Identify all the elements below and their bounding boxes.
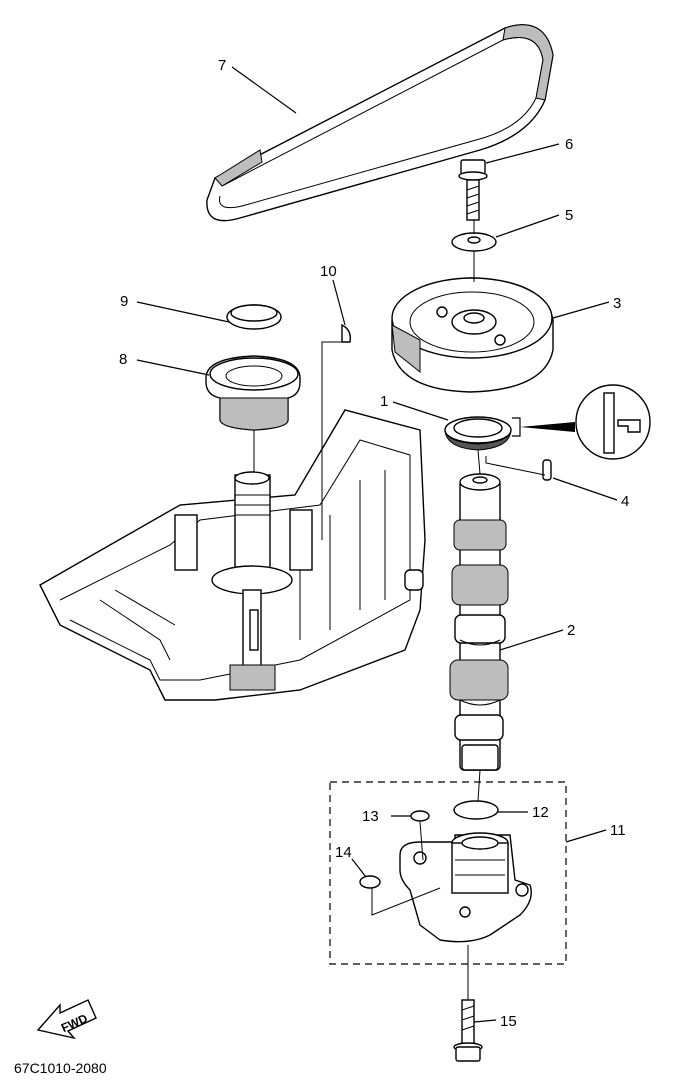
leader-lines xyxy=(136,66,618,1023)
assembly-lines xyxy=(253,220,546,1000)
callout-9: 9 xyxy=(120,293,128,310)
seal-ring-part-9 xyxy=(226,304,282,330)
bushing-part-8 xyxy=(205,355,301,431)
o-ring-part-13 xyxy=(410,810,430,822)
timing-belt-part xyxy=(206,24,554,222)
callout-labels: 1 2 3 4 5 6 7 8 9 10 11 12 13 14 15 xyxy=(119,57,629,1030)
callout-6: 6 xyxy=(565,136,573,153)
callout-8: 8 xyxy=(119,351,127,368)
callout-12: 12 xyxy=(532,804,549,821)
callout-5: 5 xyxy=(565,207,573,224)
dowel-pin-part-4 xyxy=(542,459,552,481)
callout-11: 11 xyxy=(610,822,626,839)
washer-part-5 xyxy=(451,232,497,252)
oil-seal-part-1 xyxy=(444,416,512,451)
sealant-symbol xyxy=(512,384,651,460)
fwd-arrow-icon: FWD xyxy=(36,999,97,1040)
callout-3: 3 xyxy=(613,295,621,312)
callout-7: 7 xyxy=(218,57,226,74)
callout-2: 2 xyxy=(567,622,575,639)
callout-1: 1 xyxy=(380,393,388,410)
bolt-part-6 xyxy=(458,159,488,221)
key-part-10 xyxy=(341,323,352,343)
o-ring-part-14 xyxy=(359,875,381,889)
callout-10: 10 xyxy=(320,263,337,280)
bolt-part-15 xyxy=(453,999,483,1062)
drawing-code: 67C1010-2080 xyxy=(14,1060,107,1076)
camshaft-pulley-part-3 xyxy=(391,277,554,393)
camshaft-part-2 xyxy=(449,473,509,771)
callout-4: 4 xyxy=(621,493,629,510)
oil-pump-assembly-part-11 xyxy=(329,781,567,965)
callout-13: 13 xyxy=(362,808,379,825)
o-ring-part-12 xyxy=(453,800,499,820)
crankcase-part xyxy=(39,409,426,701)
callout-14: 14 xyxy=(335,844,352,861)
callout-15: 15 xyxy=(500,1013,517,1030)
